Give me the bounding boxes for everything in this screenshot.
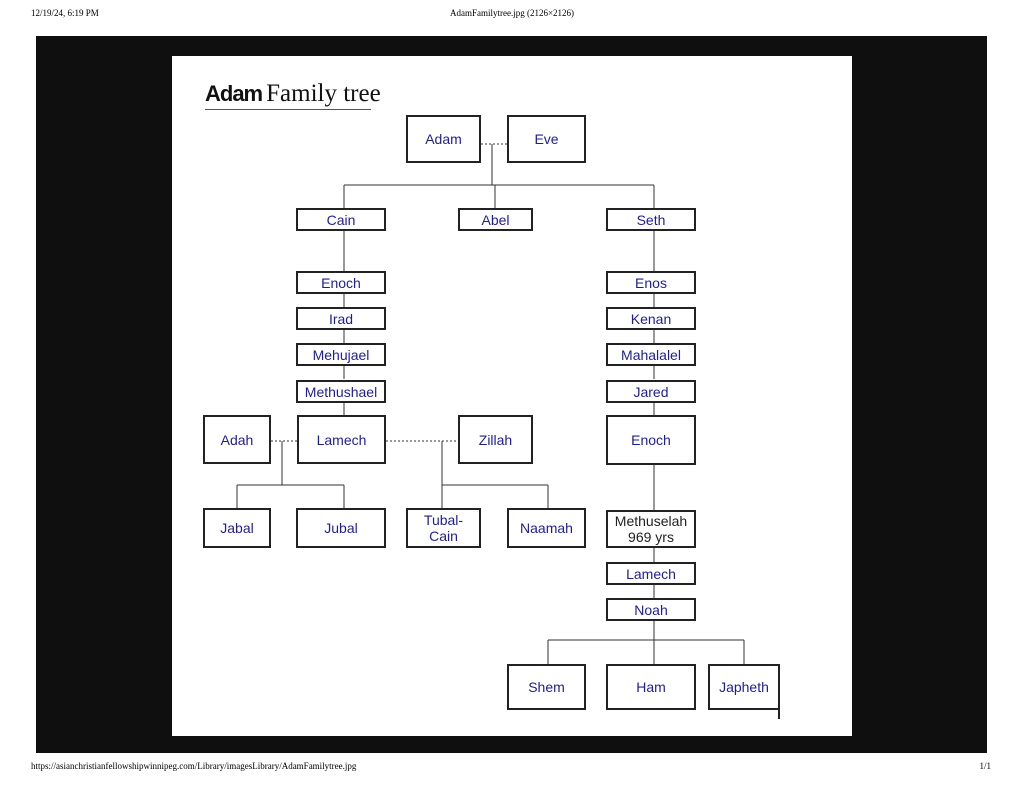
node-methuselah: Methuselah 969 yrs [606, 510, 696, 548]
node-kenan: Kenan [606, 307, 696, 330]
family-tree-image [172, 56, 852, 736]
print-datetime: 12/19/24, 6:19 PM [31, 8, 99, 18]
node-abel: Abel [458, 208, 533, 231]
node-jared: Jared [606, 380, 696, 403]
print-document-title: AdamFamilytree.jpg (2126×2126) [449, 8, 575, 18]
node-enoch-seth: Enoch [606, 415, 696, 465]
node-ham: Ham [606, 664, 696, 710]
node-japheth: Japheth [708, 664, 780, 719]
node-seth: Seth [606, 208, 696, 231]
diagram-title: Adam Family tree [205, 80, 381, 110]
node-zillah: Zillah [458, 415, 533, 464]
node-lamech-cain: Lamech [297, 415, 386, 464]
title-underline [205, 109, 371, 110]
node-jabal: Jabal [203, 508, 271, 548]
node-enos: Enos [606, 271, 696, 294]
node-tubal-cain-line-2: Cain [429, 528, 458, 544]
node-adam: Adam [406, 115, 481, 163]
node-irad: Irad [296, 307, 386, 330]
node-naamah: Naamah [507, 508, 586, 548]
node-mahalalel: Mahalalel [606, 343, 696, 366]
node-enoch-cain: Enoch [296, 271, 386, 294]
node-mehujael: Mehujael [296, 343, 386, 366]
node-adah: Adah [203, 415, 271, 464]
node-methuselah-age: 969 yrs [628, 529, 674, 545]
diagram-title-bold: Adam [205, 81, 263, 106]
node-eve: Eve [507, 115, 586, 163]
node-noah: Noah [606, 598, 696, 621]
print-page-number: 1/1 [979, 761, 991, 771]
node-methushael: Methushael [296, 380, 386, 403]
node-tubal-cain: Tubal- Cain [406, 508, 481, 548]
node-shem: Shem [507, 664, 586, 710]
node-cain: Cain [296, 208, 386, 231]
diagram-title-rest: Family tree [266, 80, 381, 107]
node-methuselah-name: Methuselah [614, 513, 688, 529]
node-lamech-seth: Lamech [606, 562, 696, 585]
node-jubal: Jubal [296, 508, 386, 548]
print-source-url: https://asianchristianfellowshipwinnipeg… [31, 761, 357, 771]
node-tubal-cain-line-1: Tubal- [423, 512, 464, 528]
